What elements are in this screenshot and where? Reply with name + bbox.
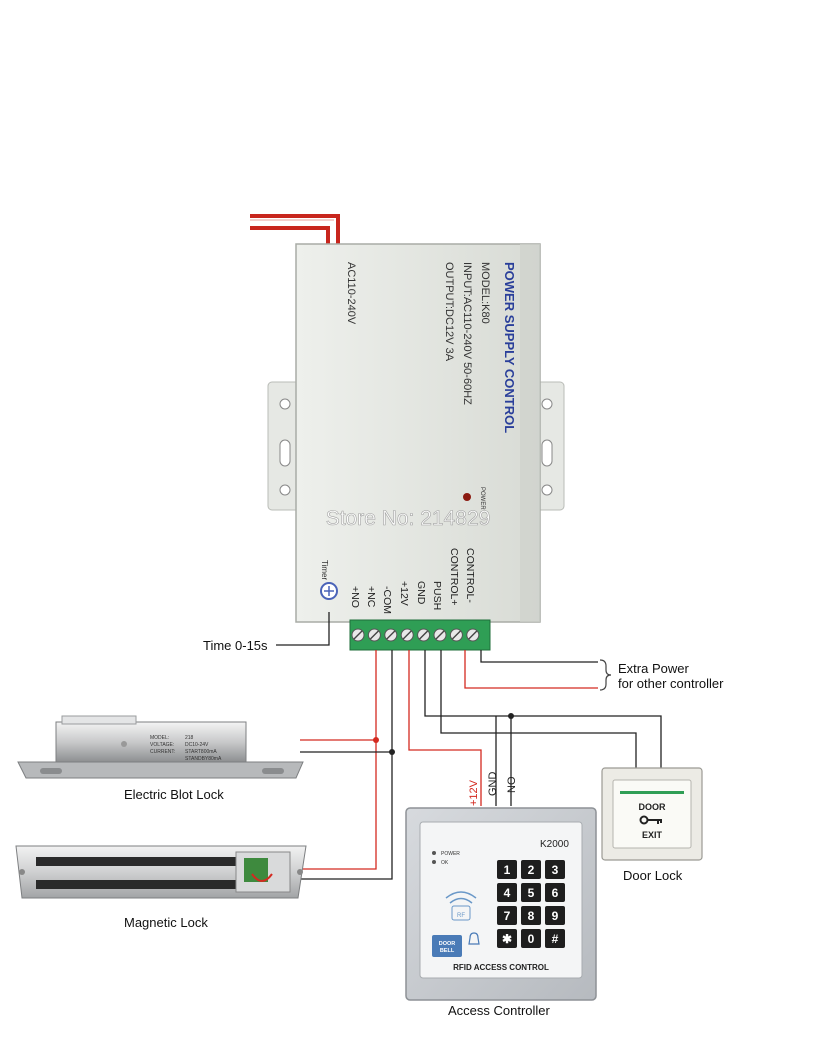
- power-supply-unit: POWER SUPPLY CONTROL MODEL:K80 INPUT:AC1…: [267, 243, 565, 623]
- keypad-key: [545, 929, 565, 948]
- keypad-key: [497, 906, 517, 925]
- power-led-label: POWER: [479, 487, 485, 510]
- keypad-key: [497, 883, 517, 902]
- keypad-power-led: [432, 851, 436, 855]
- terminal-label-gnd: GND: [415, 581, 427, 605]
- extra-power-label-1: Extra Power: [618, 661, 689, 676]
- terminal-screw-slot: [435, 630, 445, 640]
- keypad-key-label: 0: [528, 932, 535, 946]
- power-supply-body: [295, 243, 541, 623]
- time-label: Time 0-15s: [203, 638, 268, 653]
- terminal-screw-slot: [353, 630, 363, 640]
- keypad-power-label: POWER: [441, 851, 460, 857]
- terminal-label-no: +NO: [349, 586, 361, 608]
- terminal-label-push: PUSH: [431, 581, 443, 610]
- store-watermark: Store No: 214829: [326, 507, 491, 530]
- exit-button-line2: EXIT: [642, 830, 663, 840]
- terminal-screw-slot: [386, 630, 396, 640]
- keypad-key: [521, 906, 541, 925]
- power-supply-output: OUTPUT:DC12V 3A: [443, 262, 455, 362]
- power-led: [463, 493, 471, 501]
- access-controller-keypad: K2000 POWER OK RF DOOR BELL 1 2 3 4 5 6 7 8 9 ✱ 0 #…: [405, 807, 597, 1001]
- power-supply-input: INPUT:AC110-240V 50-60HZ: [461, 262, 473, 405]
- bolt-model-label: MODEL:: [150, 735, 169, 741]
- terminal-screw-slot: [451, 630, 461, 640]
- terminal-screw-slot: [419, 630, 429, 640]
- wiring: [276, 612, 662, 880]
- keypad-rf-label: RF: [457, 913, 465, 919]
- door-lock-label: Door Lock: [623, 868, 683, 883]
- timer-label: Timer: [320, 560, 329, 580]
- bolt-current-value-1: START800mA: [185, 749, 217, 755]
- extra-power-label-2: for other controller: [618, 676, 724, 691]
- keypad-key-label: #: [552, 932, 559, 946]
- keypad-key: [521, 860, 541, 879]
- keypad-ok-label: OK: [441, 860, 449, 866]
- terminal-label-nc: +NC: [365, 586, 377, 608]
- bolt-current-value-2: STANDBY80mA: [185, 756, 222, 762]
- keypad-key-label: 6: [552, 886, 559, 900]
- keypad-keys: 1 2 3 4 5 6 7 8 9 ✱ 0 #: [497, 860, 565, 948]
- terminal-screws: [351, 628, 480, 642]
- keypad-key-label: 2: [528, 863, 535, 877]
- bolt-current-label: CURRENT:: [150, 749, 175, 755]
- terminal-screw-slot: [468, 630, 478, 640]
- terminal-label-control-minus: CONTROL-: [464, 548, 476, 603]
- keypad-key-label: 5: [528, 886, 535, 900]
- junction-dots: [373, 713, 514, 755]
- bell-icon: [468, 932, 480, 945]
- terminal-screw-slot: [369, 630, 379, 640]
- electric-bolt-lock: MODEL: 218 VOLTAGE: DC10-24V CURRENT: ST…: [17, 715, 304, 779]
- electric-bolt-lock-label: Electric Blot Lock: [124, 787, 224, 802]
- bolt-voltage-value: DC10-24V: [185, 742, 209, 748]
- keypad-key-label: 3: [552, 863, 559, 877]
- keypad-key-label: 4: [504, 886, 511, 900]
- bolt-model-value: 218: [185, 735, 194, 741]
- magnetic-lock: [15, 845, 307, 899]
- keypad-key: [521, 883, 541, 902]
- exit-button-line1: DOOR: [639, 802, 667, 812]
- keypad-ok-led: [432, 860, 436, 864]
- exit-button-device: DOOR EXIT: [601, 767, 703, 861]
- keypad-key: [545, 883, 565, 902]
- keypad-key: [545, 860, 565, 879]
- keypad-key-label: ✱: [502, 932, 512, 946]
- doorbell-line2: BELL: [440, 948, 455, 954]
- wire-label-12v: +12V: [468, 779, 480, 806]
- ac-input-label: AC110-240V: [345, 262, 357, 325]
- extra-power-brace: [599, 659, 612, 691]
- keypad-key: [545, 906, 565, 925]
- keypad-key: [497, 929, 517, 948]
- keypad-key-label: 8: [528, 909, 535, 923]
- bolt-voltage-label: VOLTAGE:: [150, 742, 174, 748]
- keypad-key-label: 1: [504, 863, 511, 877]
- access-controller-label: Access Controller: [448, 1003, 551, 1018]
- keypad-key: [521, 929, 541, 948]
- terminal-label-com: -COM: [381, 586, 393, 614]
- doorbell-button: [432, 935, 462, 957]
- power-supply-title: POWER SUPPLY CONTROL: [502, 262, 517, 433]
- terminal-block: [349, 619, 491, 651]
- doorbell-line1: DOOR: [439, 941, 456, 947]
- terminal-label-control-plus: CONTROL+: [448, 548, 460, 605]
- keypad-key: [497, 860, 517, 879]
- power-supply-model: MODEL:K80: [479, 262, 491, 324]
- terminal-labels: +NO +NC -COM +12V GND PUSH CONTROL+ CONT…: [349, 548, 476, 614]
- key-icon: [639, 815, 662, 825]
- keypad-footer: RFID ACCESS CONTROL: [453, 963, 549, 972]
- wire-label-no: NO: [506, 776, 518, 793]
- keypad-model: K2000: [540, 839, 569, 850]
- keypad-key-label: 7: [504, 909, 511, 923]
- wire-label-gnd: GND: [487, 772, 499, 797]
- rf-wave-icon: [445, 891, 477, 904]
- terminal-label-12v: +12V: [398, 581, 410, 606]
- ac-input-wires: [250, 214, 340, 246]
- terminal-screw-slot: [402, 630, 412, 640]
- magnetic-lock-label: Magnetic Lock: [124, 915, 208, 930]
- keypad-key-label: 9: [552, 909, 559, 923]
